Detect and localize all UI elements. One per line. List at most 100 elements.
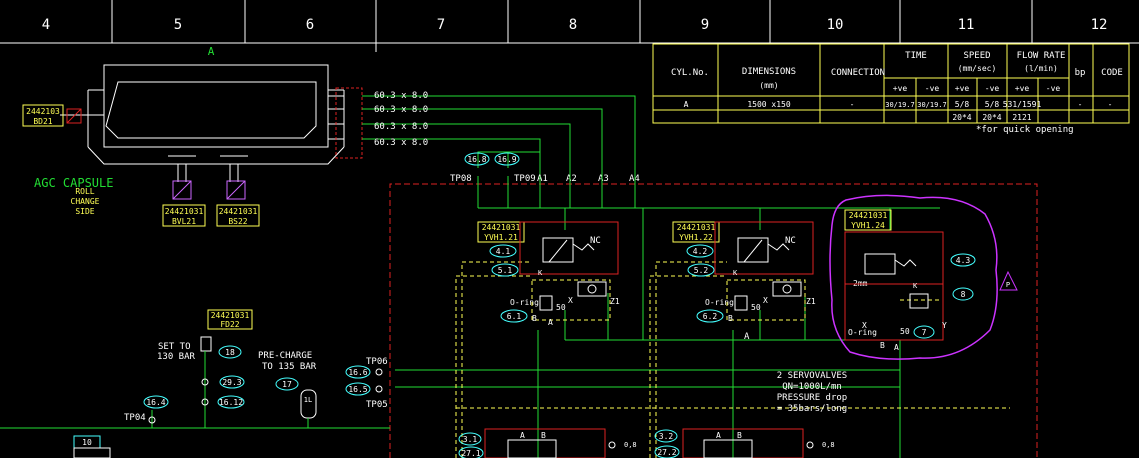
port-a3: A3	[598, 174, 609, 184]
valve-3-bubble-8: 8	[961, 290, 966, 299]
servo-note-1: 2 SERVOVALVES	[777, 371, 847, 381]
bubble-16-5: 16.5	[348, 385, 367, 394]
pipe-label: 60.3 x 8.0	[374, 122, 428, 132]
valve-3-y: Y	[942, 321, 947, 330]
capsule-name: AGC CAPSULE	[34, 176, 113, 190]
grid-col-label: 6	[306, 17, 314, 33]
bubble-16-8: 16.8	[467, 155, 486, 164]
bubble-10: 10	[82, 438, 92, 447]
tp-ports: TP06 TP05 16.6 16.5	[345, 357, 388, 410]
agc-capsule: A AGC CAPSULE	[22, 45, 363, 227]
valve-1-tag-2: YVH1.21	[484, 233, 518, 242]
bubble-17: 17	[282, 380, 292, 389]
tp06-label: TP06	[366, 357, 388, 367]
header-cyl-no: CYL.No.	[671, 68, 709, 78]
valve-3-p: P	[1006, 281, 1010, 289]
header-dimensions-unit: (mm)	[759, 81, 778, 90]
row-bp: -	[1078, 100, 1083, 109]
bubble-27-2: 27.2	[657, 448, 676, 457]
row-time-pos: 30/19.7	[885, 101, 915, 109]
header-time-pos: +ve	[893, 84, 908, 93]
valve-2-tag-2: YVH1.22	[679, 233, 713, 242]
row-dimensions: 1500 x150	[747, 100, 791, 109]
capsule-left-tag-2: BD21	[33, 117, 52, 126]
bubble-16-4: 16.4	[146, 398, 165, 407]
grid-col-label: 5	[174, 17, 182, 33]
grid-col-label: 7	[437, 17, 445, 33]
capsule-bottom-tag-2a: 24421031	[219, 207, 258, 216]
capsule-bottom-tag-2b: BS22	[228, 217, 247, 226]
header-time: TIME	[905, 51, 927, 61]
header-bp: bp	[1075, 68, 1086, 78]
grid-col-label: 9	[701, 17, 709, 33]
grid-ruler	[0, 0, 1139, 52]
accumulator-label: 1L	[304, 396, 312, 404]
valve-2-b: B	[728, 314, 733, 323]
tp04-label: TP04	[124, 413, 146, 423]
header-speed-unit: (mm/sec)	[958, 64, 997, 73]
valve-1-b: B	[532, 314, 537, 323]
port-a2: A2	[566, 174, 577, 184]
grid-col-label: 4	[42, 17, 50, 33]
servo-note-4: = 35bars/long	[777, 404, 847, 414]
port-tp09: TP09	[514, 174, 536, 184]
header-connection: CONNECTION	[831, 68, 885, 78]
valve-2-k: K	[733, 269, 738, 277]
valve-2-50: 50	[751, 303, 761, 312]
row-speed-neg-2: 20*4	[982, 113, 1001, 122]
bubble-18: 18	[225, 348, 235, 357]
manifold-boundary	[389, 183, 1038, 458]
valve-3-x: X	[862, 321, 867, 330]
valve-2-tag-1: 24421031	[677, 223, 716, 232]
grid-col-label: 8	[569, 17, 577, 33]
valve-2-x: X	[763, 296, 768, 305]
valve-3-oring: O-ring	[848, 328, 877, 337]
port-labels: 16.8 16.9 TP08 TP09 A1 A2 A3 A4	[450, 152, 640, 184]
pipe-label: 60.3 x 8.0	[374, 91, 428, 101]
valve-3-50: 50	[900, 327, 910, 336]
valve-2-bubble-2: 5.2	[694, 266, 709, 275]
row-speed-neg: 5/8	[985, 100, 1000, 109]
tp05-label: TP05	[366, 400, 388, 410]
cylinder-table: CYL.No. DIMENSIONS (mm) CONNECTION TIME …	[652, 43, 1130, 135]
valve-1-bubble-1: 4.1	[496, 247, 511, 256]
valve-1-bubble-2: 5.1	[498, 266, 513, 275]
servo-note-3: PRESSURE drop	[777, 393, 847, 403]
fd-tag-1: 24421031	[211, 311, 250, 320]
sv2-a: A	[716, 431, 721, 440]
header-speed-neg: -ve	[985, 84, 1000, 93]
valve-1-tag-1: 24421031	[482, 223, 521, 232]
valve-1-50: 50	[556, 303, 566, 312]
header-flow-pos: +ve	[1015, 84, 1030, 93]
capsule-pipes	[362, 95, 636, 178]
grid-labels: 4 5 6 7 8 9 10 11 12	[42, 17, 1108, 33]
valve-1-a: A	[548, 318, 553, 327]
valve-2-bubble-3: 6.2	[703, 312, 718, 321]
port-a1: A1	[537, 174, 548, 184]
valve-3-tag-1: 24421031	[849, 211, 888, 220]
port-tp08: TP08	[450, 174, 472, 184]
valve-2-oring: O-ring	[705, 298, 734, 307]
header-dimensions: DIMENSIONS	[742, 67, 796, 77]
capsule-left-tag-1: 2442103	[26, 107, 60, 116]
grid-col-label: 12	[1091, 17, 1108, 33]
row-connection: -	[850, 100, 855, 109]
valve-2-nc: NC	[785, 236, 796, 246]
valve-block-1: 24421031 YVH1.21 NC K 4.1 5.1 O-ring X Z…	[477, 221, 620, 327]
valve-2-z1: Z1	[806, 297, 816, 306]
valve-3-tag-2: YVH1.24	[851, 221, 885, 230]
servo-note-2: QN=1000L/mn	[782, 382, 842, 392]
valve-block-2: 24421031 YVH1.22 NC K 4.2 5.2 O-ring X Z…	[672, 221, 816, 342]
pipe-label: 60.3 x 8.0	[374, 105, 428, 115]
bottom-servovalves: 3.1 27.1 3.2 27.2 A B A B 0,8 0,8	[458, 428, 835, 458]
grid-col-label: 10	[827, 17, 844, 33]
bubble-29-3: 29.3	[222, 378, 241, 387]
capsule-side-3: SIDE	[75, 207, 94, 216]
capsule-side-1: ROLL	[75, 187, 94, 196]
sv1-b: B	[541, 431, 546, 440]
valve-1-k: K	[538, 269, 543, 277]
precharge-label-1: PRE-CHARGE	[258, 351, 312, 361]
manifold-lines	[395, 176, 940, 458]
valve-1-x: X	[568, 296, 573, 305]
valve-2-bubble-1: 4.2	[693, 247, 708, 256]
